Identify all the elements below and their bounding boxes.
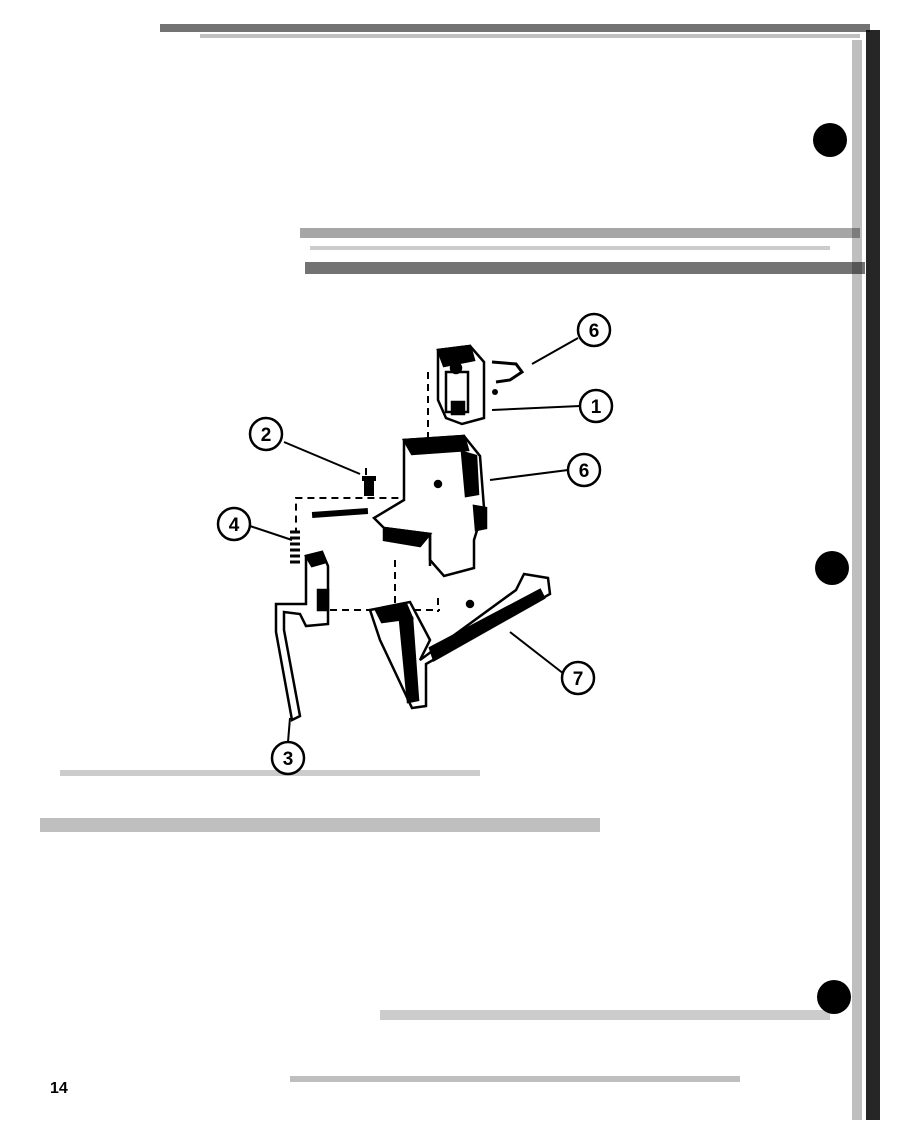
callout-4: 4 bbox=[216, 506, 252, 542]
callout-6-top: 6 bbox=[576, 312, 612, 348]
actuator-lever-part bbox=[274, 550, 330, 722]
callout-7: 7 bbox=[560, 660, 596, 696]
punch-hole-bottom bbox=[817, 980, 851, 1014]
callout-label: 3 bbox=[283, 749, 294, 770]
callout-label: 4 bbox=[229, 515, 240, 536]
callout-3: 3 bbox=[270, 740, 306, 776]
callout-2: 2 bbox=[248, 416, 284, 452]
punch-hole-top bbox=[813, 123, 847, 157]
spring-strip bbox=[311, 508, 369, 518]
callout-1: 1 bbox=[578, 388, 614, 424]
scan-edge-noise bbox=[40, 24, 880, 1120]
callout-label: 6 bbox=[589, 321, 600, 342]
wire-clip-part bbox=[491, 360, 525, 384]
angled-bracket-part bbox=[368, 572, 552, 710]
screw-part bbox=[362, 476, 376, 496]
punch-hole-middle bbox=[815, 551, 849, 585]
callout-label: 1 bbox=[591, 397, 602, 418]
leader-lines bbox=[249, 337, 581, 743]
switch-body-part bbox=[436, 344, 486, 426]
callout-6-mid: 6 bbox=[566, 452, 602, 488]
bracket-housing-part bbox=[371, 434, 488, 578]
callout-label: 6 bbox=[579, 461, 590, 482]
callout-label: 2 bbox=[261, 425, 272, 446]
callout-label: 7 bbox=[573, 669, 584, 690]
page-number: 14 bbox=[50, 1080, 68, 1097]
spring-part bbox=[290, 530, 300, 564]
